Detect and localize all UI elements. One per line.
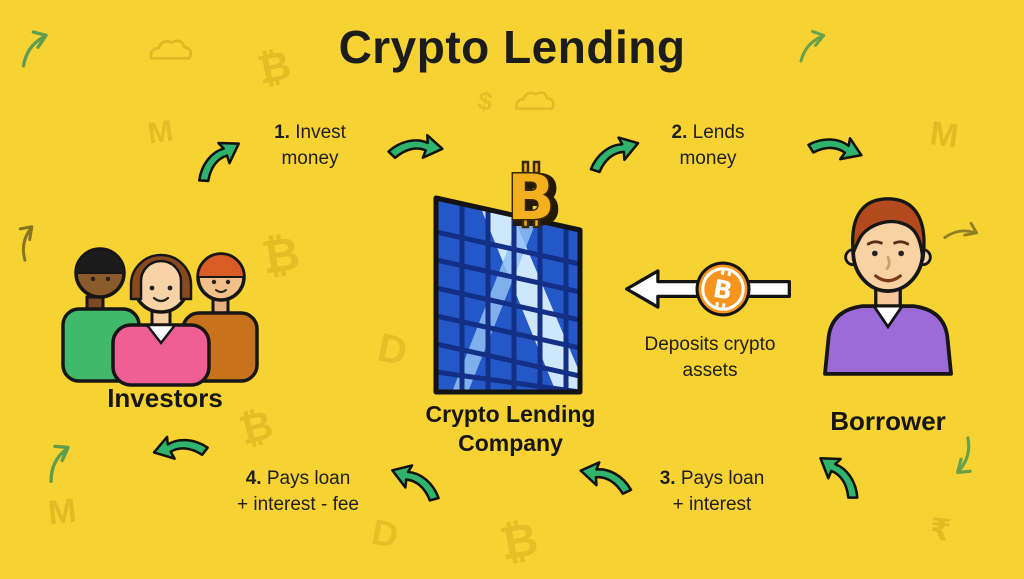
deposit-text-line1: Deposits crypto bbox=[644, 334, 776, 355]
step4-label: 4. Pays loan + interest - fee bbox=[218, 466, 378, 517]
deposit-text-line2: assets bbox=[682, 359, 738, 381]
investors-illustration bbox=[61, 247, 259, 387]
borrower-label-text: Borrower bbox=[830, 406, 946, 436]
flow-arrow-pays-b bbox=[577, 456, 636, 500]
company-building-illustration bbox=[433, 195, 583, 395]
step2-label: 2. Lends money bbox=[648, 120, 768, 171]
step3-number: 3. bbox=[659, 468, 676, 489]
flow-arrow-invest-a bbox=[184, 130, 252, 191]
investors-label-text: Investors bbox=[107, 383, 223, 413]
doodle-letter-d: D bbox=[373, 325, 412, 375]
doodle-letter-m: M bbox=[145, 114, 176, 151]
deposit-label: Deposits crypto assets bbox=[620, 332, 800, 383]
step2-text-line2: money bbox=[679, 147, 737, 169]
step1-text: Invest bbox=[295, 122, 346, 143]
company-label-line1: Crypto Lending bbox=[425, 401, 596, 427]
borrower-label: Borrower bbox=[803, 406, 973, 437]
doodle-dollar-icon: $ bbox=[475, 84, 495, 118]
bitcoin-coin-icon: B bbox=[695, 261, 751, 317]
doodle-arrow-icon bbox=[937, 431, 994, 487]
bitcoin-logo-icon: B B bbox=[506, 160, 563, 242]
doodle-letter-m: M bbox=[927, 114, 961, 156]
doodle-arrow-icon bbox=[29, 432, 87, 489]
company-label-line2: Company bbox=[458, 429, 563, 456]
doodle-cloud-icon bbox=[508, 86, 560, 114]
coin-glyph: B bbox=[711, 274, 735, 306]
step4-text: Pays loan bbox=[266, 468, 351, 489]
investors-label: Investors bbox=[70, 383, 260, 414]
step1-number: 1. bbox=[274, 122, 290, 143]
step2-text: Lends bbox=[692, 122, 745, 143]
doodle-letter-m: M bbox=[46, 491, 79, 533]
step2-number: 2. bbox=[671, 122, 688, 143]
borrower-illustration bbox=[823, 197, 953, 376]
flow-arrow-invest-b bbox=[384, 122, 448, 174]
step3-text-line2: + interest bbox=[672, 493, 752, 515]
investor-middle bbox=[111, 253, 211, 387]
step3-label: 3. Pays loan + interest bbox=[642, 466, 782, 517]
doodle-bitcoin-icon: ₿ bbox=[495, 512, 542, 570]
flow-arrow-lends-b bbox=[802, 117, 870, 179]
page-title: Crypto Lending bbox=[338, 21, 686, 73]
flow-arrow-fee-a bbox=[384, 456, 448, 508]
step4-number: 4. bbox=[245, 468, 262, 489]
investor-right bbox=[181, 252, 259, 383]
step1-label: 1. Invest money bbox=[252, 120, 368, 171]
step3-text: Pays loan bbox=[680, 468, 765, 489]
flow-arrow-lends-a bbox=[582, 129, 645, 180]
flow-arrow-fee-b bbox=[147, 419, 214, 477]
flow-arrow-pays-a bbox=[806, 445, 874, 508]
company-label: Crypto Lending Company bbox=[418, 400, 603, 458]
step4-text-line2: + interest - fee bbox=[237, 493, 359, 515]
doodle-rupee-icon: ₹ bbox=[928, 513, 953, 549]
bitcoin-logo-glyph: B bbox=[507, 161, 554, 234]
doodle-letter-d: D bbox=[368, 511, 402, 556]
step1-text-line2: money bbox=[281, 147, 339, 169]
doodle-arrow-icon bbox=[0, 213, 53, 267]
